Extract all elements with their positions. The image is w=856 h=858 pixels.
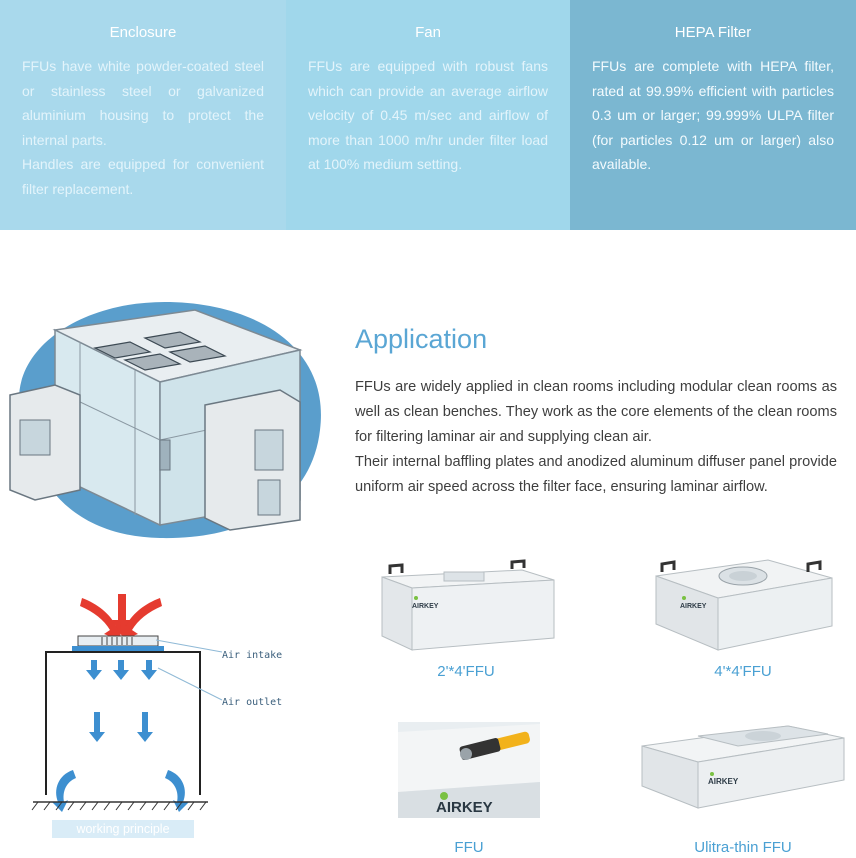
product-image-2x4-ffu: AIRKEY: [381, 559, 555, 651]
feature-card-hepa: HEPA Filter FFUs are complete with HEPA …: [570, 0, 856, 230]
product-brand: AIRKEY: [680, 603, 707, 610]
feature-card-enclosure: Enclosure FFUs have white powder-coated …: [0, 0, 286, 230]
air-outlet-label: Air outlet: [222, 697, 283, 708]
feature-text: Handles are equipped for convenient filt…: [22, 156, 264, 197]
feature-title: HEPA Filter: [674, 24, 752, 41]
application-paragraph: Their internal baffling plates and anodi…: [355, 454, 837, 495]
feature-title: Fan: [415, 24, 441, 41]
product-label: 2'*4'FFU: [437, 663, 495, 680]
product-label: 4'*4'FFU: [714, 663, 772, 680]
application-text: FFUs are widely applied in clean rooms i…: [355, 375, 837, 500]
feature-card-fan: Fan FFUs are equipped with robust fans w…: [286, 0, 570, 230]
product-brand: AIRKEY: [708, 777, 739, 786]
product-brand: AIRKEY: [412, 603, 439, 610]
product-image-4x4-ffu: AIRKEY: [655, 559, 833, 651]
working-principle-diagram: [31, 594, 223, 812]
feature-text: FFUs are complete with HEPA filter, rate…: [592, 58, 834, 172]
feature-title: Enclosure: [109, 24, 177, 41]
air-outlet-arrows: [52, 660, 189, 812]
product-image-ultra-thin-ffu: AIRKEY: [641, 725, 845, 809]
air-intake-label: Air intake: [222, 650, 283, 661]
feature-band: Enclosure FFUs have white powder-coated …: [0, 0, 856, 230]
application-paragraph: FFUs are widely applied in clean rooms i…: [355, 379, 837, 445]
feature-text: FFUs are equipped with robust fans which…: [308, 58, 548, 172]
product-brand: AIRKEY: [436, 799, 493, 816]
feature-text: FFUs have white powder-coated steel or s…: [22, 58, 264, 148]
working-principle-caption: working principle: [52, 820, 194, 838]
product-label: FFU: [454, 839, 484, 856]
application-title: Application: [355, 324, 488, 354]
product-image-ffu: AIRKEY: [398, 722, 540, 818]
product-label: Ulitra-thin FFU: [694, 839, 792, 856]
air-intake-arrows: [80, 594, 162, 640]
clean-room-illustration: [9, 301, 321, 539]
